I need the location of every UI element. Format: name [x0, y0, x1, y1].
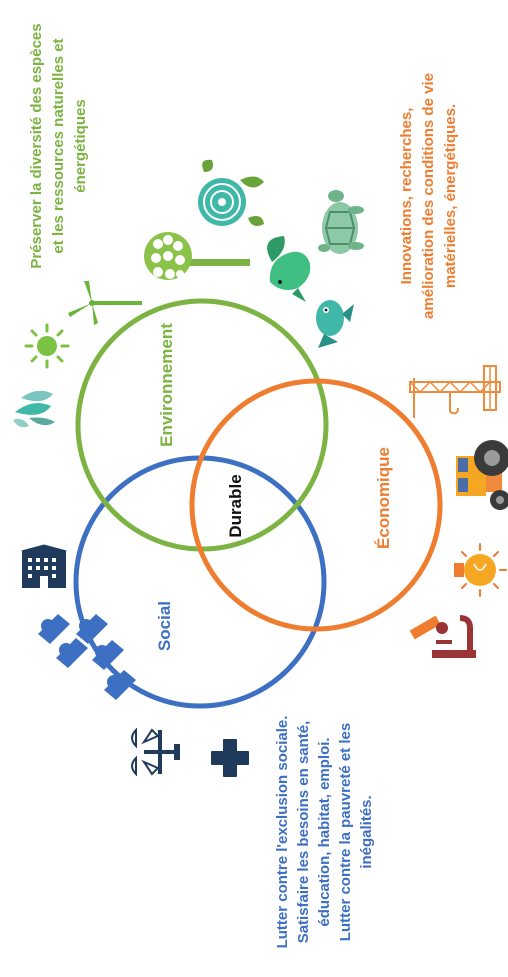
people-group-icon: [38, 614, 136, 700]
social-description: Lutter contre l'exclusion sociale. Satis…: [274, 716, 375, 949]
lightbulb-icon: [454, 543, 507, 597]
economique-label: Économique: [374, 447, 393, 549]
rose-icon: [198, 159, 264, 226]
wind-turbine-icon: [68, 281, 142, 325]
durable-label: Durable: [226, 474, 245, 537]
environnement-label: Environnement: [157, 323, 176, 447]
social-text-line: Lutter contre l'exclusion sociale.: [274, 716, 291, 949]
turtle-icon: [318, 190, 364, 254]
economique-description: Innovations, recherches, amélioration de…: [398, 73, 459, 319]
environnement-text-line: et les ressources naturelles et: [50, 38, 67, 253]
social-circle: [73, 455, 327, 709]
environnement-text-line: Préserver la diversité des espèces: [28, 23, 45, 268]
social-text-line: inégalités.: [358, 795, 375, 868]
crane-icon: [409, 365, 501, 418]
tree-icon: [144, 232, 250, 280]
economique-text-line: matérielles, énergétiques.: [442, 104, 459, 288]
social-text-line: éducation, habitat, emploi.: [316, 737, 333, 926]
economique-circle: [189, 378, 443, 632]
economique-text-line: amélioration des conditions de vie: [420, 73, 437, 319]
environnement-text-line: énergétiques: [72, 99, 89, 192]
water-drops-icon: [13, 390, 55, 428]
social-text-line: Lutter contre la pauvreté et les: [337, 723, 354, 941]
economique-text-line: Innovations, recherches,: [398, 108, 415, 285]
bird-icon: [267, 236, 311, 302]
justice-scale-icon: [131, 727, 180, 777]
medical-cross-icon: [211, 739, 249, 777]
microscope-icon: [409, 615, 476, 658]
building-icon: [21, 544, 67, 588]
environnement-description: Préserver la diversité des espèces et le…: [28, 23, 89, 268]
tractor-icon: [456, 440, 508, 510]
social-text-line: Satisfaire les besoins en santé,: [295, 721, 312, 944]
sun-icon: [24, 323, 70, 369]
environnement-circle: [75, 298, 329, 552]
social-label: Social: [155, 601, 174, 651]
fish-icon: [316, 300, 354, 348]
